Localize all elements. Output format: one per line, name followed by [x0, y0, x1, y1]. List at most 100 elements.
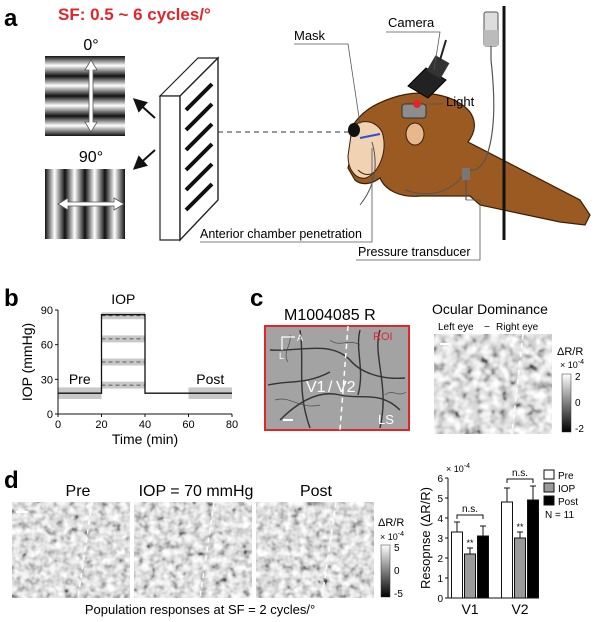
camera-label: Camera: [388, 15, 435, 30]
response-map-pre: [12, 501, 130, 599]
stimulus-monitor: [158, 56, 220, 242]
camera-leader: [386, 31, 441, 71]
pressure-transducer-label: Pressure transducer: [358, 245, 471, 259]
b-x-tick-label: 80: [226, 419, 238, 431]
v1-label: V1: [306, 379, 326, 396]
ns-label-V1: n.s.: [462, 504, 478, 515]
bar-V1-IOP: [464, 553, 476, 599]
legend-swatch-Pre: [543, 469, 555, 480]
d-y-axis-label: Resopnse (ΔR/R): [418, 487, 433, 589]
b-x-tick-label: 0: [55, 419, 61, 431]
od-colorbar-exp: × 10-4: [560, 359, 584, 370]
b-y-axis-label: IOP (mmHg): [19, 323, 35, 401]
arrow-to-0-icon: [132, 98, 156, 119]
pre-annotation: Pre: [69, 371, 91, 387]
ns-bracket-V1: [456, 514, 484, 519]
anterior-chamber-label: Anterior chamber penetration: [200, 227, 362, 241]
response-map-iop: [134, 501, 252, 599]
sample-size: N = 11: [545, 510, 574, 521]
b-y-tick-label: 90: [41, 305, 53, 317]
orientation-0-label: 0°: [83, 37, 98, 54]
map-title-post: Post: [300, 483, 333, 500]
roi-label: ROI: [373, 331, 393, 343]
mask-leader: [294, 43, 361, 125]
left-eye-label: Left eye: [438, 322, 474, 333]
d-cb-tick-bottom: -5: [394, 589, 403, 600]
legend-label-Pre: Pre: [558, 471, 574, 482]
od-colorbar-title: ΔR/R: [557, 346, 583, 358]
significance-V2: **: [516, 522, 524, 532]
b-y-tick-label: 30: [41, 374, 53, 386]
legend-label-IOP: IOP: [558, 484, 576, 495]
v2-label: V2: [336, 379, 356, 396]
d-y-tick-label: 4: [437, 514, 443, 525]
bar-V1-Post: [477, 535, 489, 599]
map-title-pre: Pre: [66, 483, 91, 500]
axis-a-label: A: [297, 333, 303, 343]
significance-V1: **: [466, 538, 474, 548]
mask-label: Mask: [294, 28, 326, 43]
d-y-tick-label: 3: [437, 534, 443, 545]
od-cb-tick-bottom: -2: [575, 424, 584, 435]
panel-d-letter: d: [4, 467, 19, 494]
population-caption: Population responses at SF = 2 cycles/°: [85, 602, 315, 617]
right-eye-label: Right eye: [496, 322, 539, 333]
panel-c-letter: c: [250, 285, 263, 312]
b-x-tick-label: 20: [95, 419, 107, 431]
b-x-tick-label: 60: [182, 419, 194, 431]
orientation-90-label: 90°: [79, 149, 103, 166]
panel-b-letter: b: [4, 285, 19, 312]
bar-V2-Post: [527, 499, 539, 599]
d-y-tick-label: 2: [437, 554, 443, 565]
sf-range-label: SF: 0.5 ~ 6 cycles/°: [58, 5, 211, 24]
arrow-to-90-icon: [132, 149, 156, 170]
legend-swatch-Post: [543, 495, 555, 506]
post-annotation: Post: [196, 371, 224, 387]
ns-label-V2: n.s.: [512, 468, 528, 479]
bar-V2-IOP: [514, 537, 526, 599]
d-colorbar-title: ΔR/R: [378, 517, 404, 529]
d-y-exponent: × 10-4: [446, 463, 470, 474]
bar-V2-Pre: [501, 501, 513, 599]
monkey-illustration: [347, 92, 591, 226]
axis-l-label: L: [279, 351, 284, 361]
d-cb-tick-mid: 0: [394, 566, 400, 577]
monkey-id: M1004085 R: [284, 307, 376, 324]
iop-annotation: IOP: [111, 291, 135, 307]
ocular-dominance-map: [434, 333, 552, 435]
pressure-reservoir: [462, 6, 506, 240]
od-cb-tick-mid: 0: [575, 398, 581, 409]
d-cb-tick-top: 5: [394, 543, 400, 554]
pressure-leader: [356, 199, 481, 261]
double-arrow-vertical-icon: [84, 59, 98, 133]
anterior-leader: [200, 148, 373, 243]
d-y-tick-label: 0: [437, 594, 443, 605]
b-y-tick-label: 0: [47, 409, 53, 421]
d-colorbar-exp: × 10-4: [380, 531, 404, 542]
b-x-tick-label: 40: [139, 419, 151, 431]
light-label: Light: [446, 94, 475, 109]
od-cb-tick-top: 2: [575, 372, 581, 383]
d-colorbar: [380, 544, 391, 598]
camera-icon: [407, 39, 450, 99]
v1-v2-separator: /: [328, 379, 333, 396]
response-map-post: [256, 501, 374, 599]
category-label-V2: V2: [511, 601, 528, 617]
category-label-V1: V1: [461, 601, 478, 617]
b-y-tick-label: 60: [41, 340, 53, 352]
iop-trace: [58, 313, 232, 394]
ls-label: LS: [378, 412, 394, 427]
vessel-image: [264, 325, 410, 431]
od-colorbar: [561, 373, 572, 433]
d-y-tick-label: 1: [437, 574, 443, 585]
b-x-axis-label: Time (min): [112, 431, 178, 447]
map-title-iop: IOP = 70 mmHg: [139, 483, 254, 500]
d-y-tick-label: 6: [437, 474, 443, 485]
ns-bracket-V2: [506, 478, 534, 483]
eye-dash: −: [484, 322, 490, 333]
bar-V1-Pre: [451, 531, 463, 599]
